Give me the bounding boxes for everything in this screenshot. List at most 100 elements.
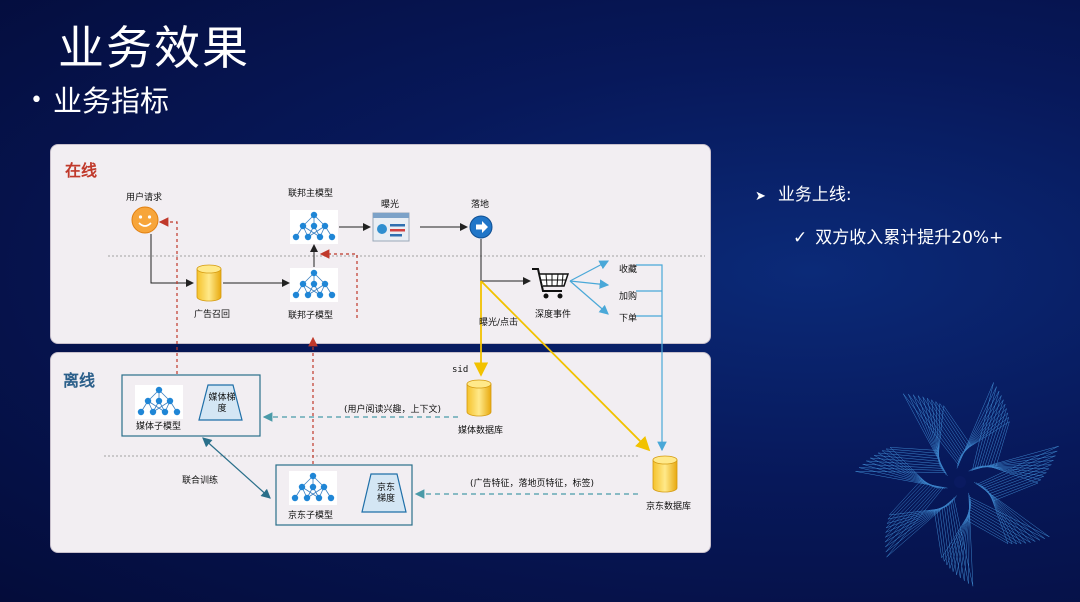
star-ray — [961, 412, 1009, 467]
star-ray — [987, 465, 1039, 502]
star-ray — [964, 421, 1010, 468]
star-ray — [886, 486, 958, 558]
star-ray — [931, 399, 966, 466]
star-ray — [917, 395, 962, 472]
joint-training-label: 联合训练 — [182, 476, 219, 486]
star-ray — [976, 464, 1052, 491]
star-ray — [885, 484, 951, 533]
star-ray — [887, 481, 945, 520]
star-ray — [985, 465, 1042, 499]
star-ray — [960, 408, 1007, 467]
bullet-result: ✓双方收入累计提升20%+ — [793, 223, 1003, 248]
deep-events-label: 深度事件 — [535, 310, 572, 320]
star-ray — [908, 393, 960, 475]
subtitle-text: 业务指标 — [52, 84, 169, 118]
federated-main-model-icon — [289, 209, 339, 245]
check-icon: ✓ — [793, 228, 808, 248]
star-ray — [953, 492, 974, 587]
slide-subtitle: • 业务指标 — [30, 78, 169, 120]
star-ray — [885, 448, 939, 487]
jd-sub-model-icon — [288, 470, 338, 506]
jd-db-icon — [652, 455, 678, 493]
star-ray — [902, 393, 959, 477]
exposure-click-label: 曝光/点击 — [479, 318, 519, 328]
star-ray — [978, 466, 1050, 493]
star-ray — [956, 386, 997, 470]
star-ray — [944, 503, 972, 572]
star-ray — [946, 501, 972, 575]
favorite-label: 收藏 — [619, 265, 638, 275]
star-ray — [980, 465, 1047, 495]
media-sub-model-icon — [134, 384, 184, 420]
star-ray — [970, 450, 1058, 486]
star-ray — [855, 471, 948, 489]
jd-box — [275, 464, 413, 526]
landing-to-cart-arrow — [480, 239, 531, 285]
star-ray — [967, 489, 1018, 545]
star-ray — [935, 400, 968, 464]
star-ray — [968, 482, 1045, 539]
star-ray — [939, 507, 971, 566]
star-ray — [862, 463, 944, 489]
media-sub-model-label: 媒体子模型 — [136, 422, 182, 432]
star-ray — [957, 395, 1002, 469]
user-features-label: (用户阅读兴趣，上下文) — [344, 405, 442, 415]
media-gradient-label: 媒体梯度 — [208, 393, 236, 414]
bullet-launch: ➤业务上线: — [755, 180, 852, 205]
smiley-icon — [131, 206, 159, 234]
star-ray — [968, 488, 1022, 545]
events-to-jd-db-arrow — [636, 264, 667, 452]
star-ray — [873, 455, 941, 489]
cart-to-favorite-arrow — [569, 260, 610, 282]
star-ray — [982, 465, 1045, 497]
star-ray — [889, 447, 939, 485]
star-ray — [969, 483, 1041, 541]
star-ray — [957, 390, 1000, 469]
media-db-icon — [466, 379, 492, 417]
star-ray — [866, 460, 943, 489]
request-to-recall-arrow — [150, 234, 194, 287]
jd-gradient-icon — [361, 473, 407, 513]
arrow-bullet-icon: ➤ — [755, 189, 766, 204]
star-ray — [884, 486, 954, 543]
star-ray — [927, 398, 964, 468]
star-ray — [967, 491, 1013, 545]
star-ray — [956, 382, 994, 471]
star-ray — [877, 452, 940, 488]
jd-db-label: 京东数据库 — [646, 502, 692, 512]
star-ray — [959, 403, 1006, 468]
ad-recall-label: 广告召回 — [194, 310, 231, 320]
federated-main-model-label: 联邦主模型 — [288, 189, 334, 199]
ad-recall-db-icon — [196, 264, 222, 302]
user-request-label: 用户请求 — [126, 193, 163, 203]
landing-label: 落地 — [471, 200, 490, 210]
star-ray — [885, 483, 949, 529]
cart-to-add-arrow — [569, 279, 610, 289]
exposure-label: 曝光 — [381, 200, 400, 210]
star-ray — [933, 510, 971, 559]
sid-label: sid — [452, 365, 469, 375]
star-ray — [912, 394, 961, 473]
star-ray — [974, 460, 1054, 489]
star-ray — [968, 481, 1050, 538]
star-ray — [870, 457, 941, 489]
star-ray — [972, 455, 1056, 488]
jd-gradient-label: 京东梯度 — [376, 483, 395, 504]
bullet-dot: • — [30, 88, 43, 113]
exposure-icon — [372, 212, 410, 242]
landing-arrow-icon — [469, 215, 493, 239]
federated-sub-model-icon — [289, 267, 339, 303]
star-ray — [948, 498, 971, 579]
exposure-to-jd-db-arrow — [480, 280, 651, 452]
offline-panel-title: 离线 — [63, 371, 96, 390]
shopping-cart-icon — [532, 268, 570, 299]
star-ray — [958, 399, 1004, 468]
federated-sub-model-label: 联邦子模型 — [288, 311, 334, 321]
star-ray — [968, 486, 1027, 544]
star-ray — [881, 450, 939, 487]
place-order-label: 下单 — [619, 314, 638, 324]
add-to-cart-label: 加购 — [619, 292, 638, 302]
star-ray — [938, 402, 970, 462]
star-ray — [937, 405, 972, 459]
